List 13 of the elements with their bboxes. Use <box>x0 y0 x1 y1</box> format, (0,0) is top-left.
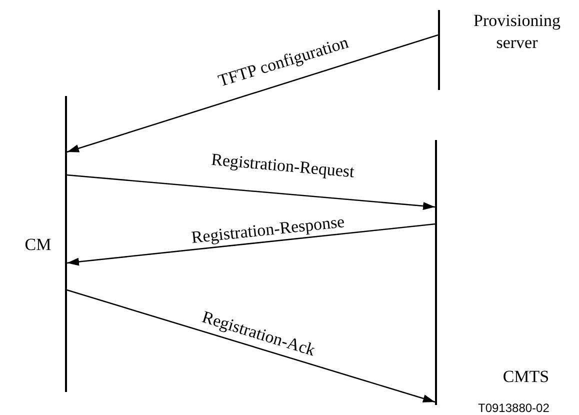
lifeline <box>435 140 437 405</box>
lifeline <box>438 10 440 90</box>
arrow <box>66 223 436 266</box>
arrow <box>66 34 438 153</box>
lifeline-label: Provisioning server <box>472 10 562 54</box>
lifeline <box>65 96 67 392</box>
edge-label: Registration-Response <box>190 212 346 248</box>
lifeline-label: CMTS <box>502 366 550 388</box>
lifeline-label: CM <box>24 234 52 256</box>
edge-label: Registration-Request <box>210 150 356 182</box>
figure-code: T0913880-02 <box>478 401 550 415</box>
arrow <box>66 174 436 210</box>
arrow <box>66 289 436 403</box>
